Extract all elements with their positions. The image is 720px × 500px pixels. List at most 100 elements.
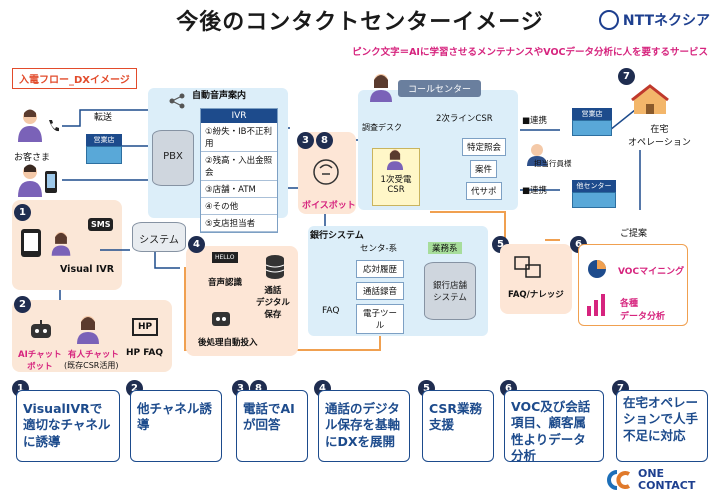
manned-chat-sub: (既存CSR活用) — [64, 361, 119, 370]
hello-icon: HELLO — [212, 252, 238, 263]
branch-building: 営業店 — [86, 134, 122, 164]
faq-zone — [500, 244, 572, 314]
data-analysis-label: 各種 データ分析 — [620, 299, 666, 322]
hp-faq-label: HP FAQ — [126, 348, 163, 358]
faq-knowledge-label: FAQ/ナレッジ — [508, 290, 564, 300]
legend-note: ピンク文字＝AIに学習させるメンテナンスやVOCデータ分析に人を要するサービス — [352, 47, 708, 58]
brand-logo: NTTネクシア — [598, 10, 710, 30]
system-db: システム — [132, 222, 186, 252]
badge-2: 2 — [14, 296, 31, 313]
badge-4: 4 — [188, 236, 205, 253]
link-label-2: ■連携 — [522, 186, 548, 196]
badge-8: 8 — [316, 132, 333, 149]
flow-tag: 入電フロー_DXイメージ — [12, 68, 137, 89]
ivr-section-label: 自動音声案内 — [192, 91, 247, 101]
ai-chatbot-label: AIチャット ボット — [18, 350, 62, 372]
pie-chart-icon — [588, 260, 606, 278]
bar-chart-icon — [587, 294, 605, 316]
branch-building-2: 営業店 — [572, 108, 612, 136]
branch-tag-2: 営業店 — [572, 108, 612, 120]
forward-label: 転送 — [94, 113, 113, 123]
robot-icon — [212, 312, 230, 326]
csr-operator-icon — [386, 149, 404, 170]
chatbot-icon — [31, 320, 51, 338]
visual-ivr-label: Visual IVR — [60, 264, 115, 275]
hp-icon: HP — [132, 318, 159, 336]
customer-icon — [18, 109, 42, 142]
panel-6: 6 VOC及び会話項目、顧客属性よりデータ分析 — [500, 380, 604, 463]
panel-5-text: CSR業務支援 — [422, 390, 494, 462]
manned-chat-label: 有人チャット — [68, 350, 119, 360]
badge-3: 3 — [297, 132, 314, 149]
oc-logo-icon — [607, 470, 631, 490]
rep-icon — [527, 144, 547, 166]
ivr-menu: IVR ①紛失・IB不正利用 ②残高・入出金照会 ③店舗・ATM ④その他 ⑤支… — [200, 108, 278, 233]
tablet-icon — [21, 229, 41, 257]
panel-2: 2 他チャネル誘導 — [126, 380, 222, 462]
faq-icon — [514, 256, 541, 278]
ivr-header: IVR — [201, 109, 277, 123]
panel-2-text: 他チャネル誘導 — [130, 390, 222, 462]
brand-name: NTTネクシア — [622, 13, 710, 29]
voice-recognition-label: 音声認識 — [208, 278, 243, 288]
smartphone-icon — [45, 171, 57, 193]
share-icon — [169, 93, 185, 109]
panel-7: 7 在宅オペレーションで人手不足に対応 — [612, 380, 708, 462]
logo-line-1: ONE — [638, 467, 665, 481]
operator-icon — [370, 74, 392, 102]
bank-item: 応対履歴 — [356, 260, 404, 278]
ivr-item: ④その他 — [201, 198, 277, 215]
ivr-item: ③店舗・ATM — [201, 181, 277, 198]
voicebot-label: ボイスボット — [302, 201, 356, 211]
survey-desk-label: 調査デスク — [362, 123, 402, 132]
cc-item: 特定照会 — [462, 138, 507, 156]
other-center-tag: 他センター — [572, 180, 616, 192]
ntt-logo-icon — [598, 10, 619, 30]
panel-1-text: VisualIVRで適切なチャネルに誘導 — [16, 390, 120, 462]
ivr-item: ②残高・入出金照会 — [201, 152, 277, 181]
branch-tag: 営業店 — [86, 134, 122, 146]
digital-save-label: 通話 デジタル 保存 — [256, 286, 290, 320]
bank-item: 通話録音 — [356, 282, 404, 300]
customer-label: お客さま — [14, 153, 51, 163]
bank-item: 電子ツール — [356, 304, 404, 334]
faq-label: FAQ — [322, 306, 340, 316]
link-label-1: ■連携 — [522, 116, 548, 126]
panel-1: 1 VisualIVRで適切なチャネルに誘導 — [12, 380, 120, 462]
sms-icon: SMS — [88, 218, 114, 231]
panel-3: 3 8 電話でAIが回答 — [232, 380, 308, 462]
ops-sys-label: 業務系 — [428, 242, 462, 254]
logo-line-2: CONTACT — [638, 479, 696, 492]
cc-item: 代サポ — [466, 182, 502, 200]
phone-icon — [49, 120, 59, 132]
cc-item: 案件 — [470, 160, 498, 178]
page-title: 今後のコンタクトセンターイメージ — [176, 10, 544, 35]
ivr-item: ①紛失・IB不正利用 — [201, 123, 277, 152]
bank-system-db: 銀行店舗 システム — [424, 262, 476, 320]
operator-icon-2 — [51, 232, 71, 256]
ivr-item: ⑤支店担当者 — [201, 215, 277, 232]
one-contact-logo: ONE CONTACT — [606, 468, 695, 492]
other-center-building: 他センター — [572, 180, 616, 208]
bank-title: 銀行システム — [310, 231, 364, 241]
badge-7: 7 — [618, 68, 635, 85]
callcenter-label: コールセンター — [398, 80, 482, 97]
panel-3-text: 電話でAIが回答 — [236, 390, 308, 462]
badge-1: 1 — [14, 204, 31, 221]
panel-4-text: 通話のデジタル保存を基軸にDXを展開 — [318, 390, 410, 462]
voicebot-icon — [313, 159, 339, 185]
panel-7-text: 在宅オペレーションで人手不足に対応 — [616, 390, 708, 462]
auto-input-label: 後処理自動投入 — [198, 338, 258, 348]
manned-chat-icon — [77, 316, 99, 344]
home-icon — [631, 84, 669, 114]
voc-mining-label: VOCマイニング — [618, 267, 685, 277]
proposal-label: ご提案 — [620, 229, 648, 239]
second-csr-label: 2次ラインCSR — [436, 114, 493, 124]
panel-6-text: VOC及び会話項目、顧客属性よりデータ分析 — [504, 390, 604, 463]
pbx-database: PBX — [152, 130, 194, 186]
remote-label: 在宅 オペレーション — [628, 125, 691, 148]
panel-5: 5 CSR業務支援 — [418, 380, 494, 462]
storage-icon — [265, 255, 285, 279]
panel-4: 4 通話のデジタル保存を基軸にDXを展開 — [314, 380, 410, 462]
customer-icon-2 — [18, 164, 42, 197]
